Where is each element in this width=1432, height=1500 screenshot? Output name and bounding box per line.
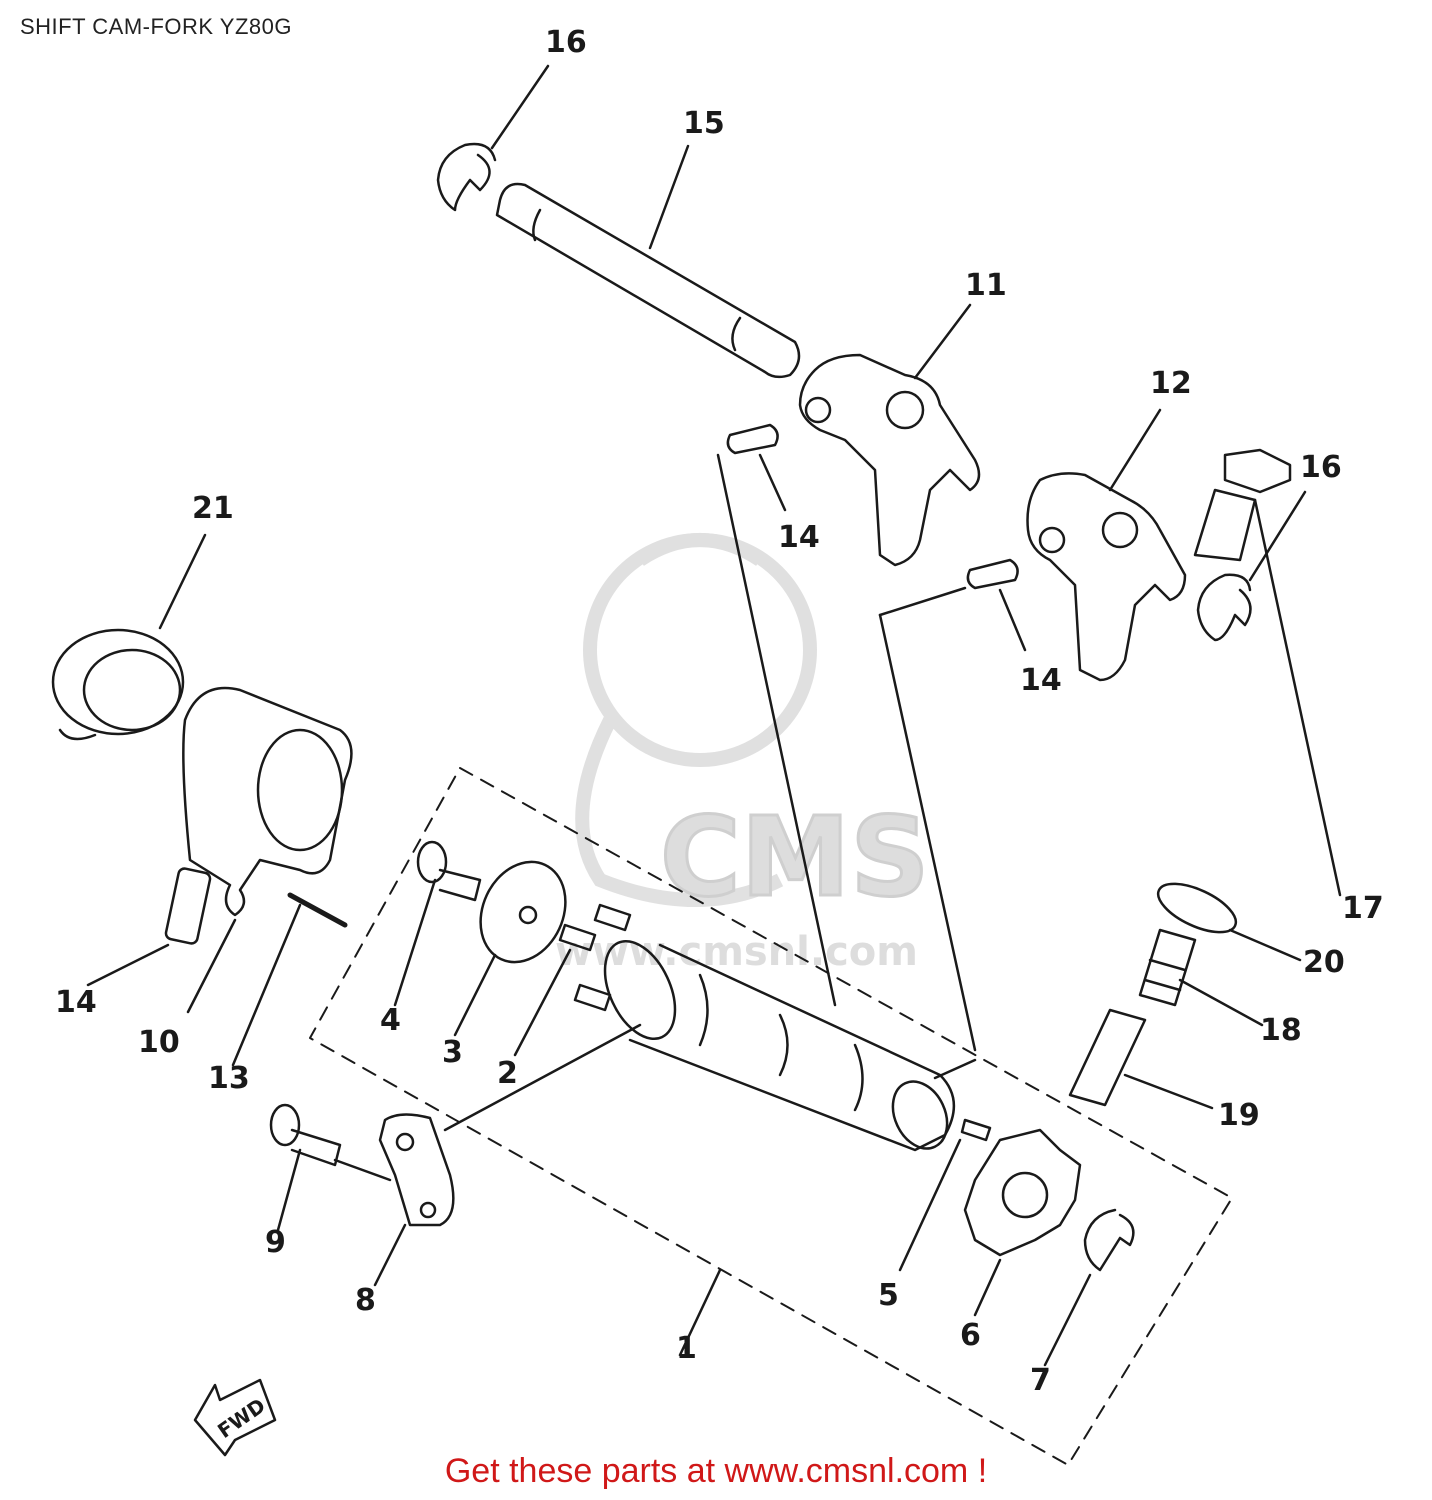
assembly-guide-line	[933, 1058, 977, 1080]
label-part-15: 15	[683, 106, 725, 141]
screw-9	[269, 1103, 392, 1232]
label-part-20: 20	[1303, 945, 1345, 980]
label-part-18: 18	[1260, 1013, 1302, 1048]
circlip-16-right	[1196, 573, 1252, 642]
label-part-19: 19	[1218, 1098, 1260, 1133]
pin-13	[231, 892, 348, 1067]
circlip-16-top	[436, 142, 497, 212]
label-part-7: 7	[1030, 1363, 1051, 1398]
bolt-17	[1193, 448, 1342, 897]
label-part-12: 12	[1150, 366, 1192, 401]
washer-20	[1156, 882, 1302, 962]
label-part-2: 2	[497, 1056, 518, 1091]
segment-plate-6	[963, 1128, 1082, 1317]
screw-4	[393, 840, 482, 1007]
label-part-11: 11	[965, 268, 1007, 303]
shift-fork-11	[798, 303, 981, 567]
pin-14-b	[878, 558, 1027, 1052]
label-part-14: 14	[1020, 663, 1062, 698]
diagram-title: SHIFT CAM-FORK YZ80G	[20, 14, 293, 39]
label-part-17: 17	[1342, 891, 1384, 926]
label-part-10: 10	[138, 1025, 180, 1060]
fork-shaft-15	[495, 144, 801, 379]
footer-promo-text: Get these parts at www.cmsnl.com !	[444, 1452, 988, 1490]
label-part-16: 16	[1300, 450, 1342, 485]
label-part-9: 9	[265, 1225, 286, 1260]
pin-14-a	[716, 423, 837, 1007]
label-part-4: 4	[380, 1003, 401, 1038]
label-part-1: 1	[676, 1331, 697, 1366]
watermark-cms-text: CMS	[660, 793, 929, 921]
label-part-14: 14	[55, 985, 97, 1020]
label-part-6: 6	[960, 1318, 981, 1353]
label-part-3: 3	[442, 1035, 463, 1070]
label-part-21: 21	[192, 491, 234, 526]
forward-arrow	[193, 1378, 277, 1457]
label-part-8: 8	[355, 1283, 376, 1318]
spring-18	[1138, 928, 1264, 1027]
plunger-19	[1068, 1008, 1214, 1110]
washer-3	[453, 860, 567, 1037]
shift-cam-drum-1	[603, 939, 956, 1357]
cms-watermark-logo	[575, 533, 817, 907]
label-part-14: 14	[778, 520, 820, 555]
label-part-13: 13	[208, 1061, 250, 1096]
circlip-7	[1043, 1208, 1135, 1367]
shift-fork-12	[1026, 408, 1187, 682]
assembly-dashed-boundary	[309, 767, 1233, 1466]
label-part-5: 5	[878, 1278, 899, 1313]
pins-2	[513, 903, 632, 1057]
pin-5	[898, 1118, 992, 1272]
pin-14-c	[86, 867, 212, 987]
label-part-16: 16	[545, 25, 587, 60]
plate-8	[373, 1023, 642, 1287]
needle-bearing-21	[51, 533, 207, 741]
watermark-url-text: www.cmsnl.com	[555, 929, 918, 975]
housing-10	[182, 686, 353, 1014]
